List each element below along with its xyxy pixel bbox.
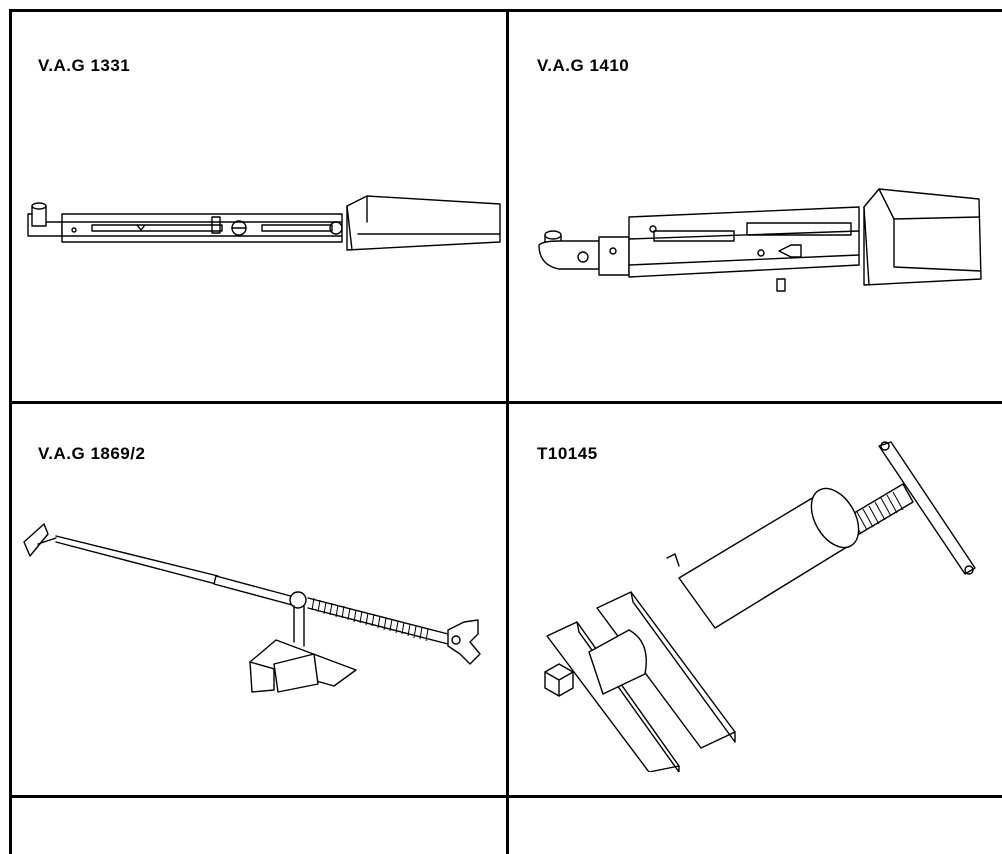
- tool-cell-5: [12, 798, 506, 854]
- table-border-left: [9, 9, 12, 854]
- torque-wrench-icon: [27, 195, 501, 251]
- tool-cell-6: [509, 798, 1002, 854]
- tool-cell-4: T10145: [509, 404, 1002, 795]
- tool-cell-1: V.A.G 1331: [12, 12, 506, 401]
- table-row-divider-2: [9, 795, 1002, 798]
- brake-pedal-depressor-icon: [23, 523, 481, 693]
- tool-label: V.A.G 1869/2: [38, 444, 146, 463]
- table-border-top: [9, 9, 1002, 12]
- tool-label: V.A.G 1410: [537, 56, 630, 75]
- piston-resetting-tool-icon: [544, 441, 976, 772]
- tool-cell-2: V.A.G 1410: [509, 12, 1002, 401]
- table-column-divider: [506, 9, 509, 854]
- table-row-divider-1: [9, 401, 1002, 404]
- tool-label: T10145: [537, 444, 598, 463]
- tool-label: V.A.G 1331: [38, 56, 131, 75]
- torque-wrench-large-icon: [538, 188, 982, 292]
- tool-cell-3: V.A.G 1869/2: [12, 404, 506, 795]
